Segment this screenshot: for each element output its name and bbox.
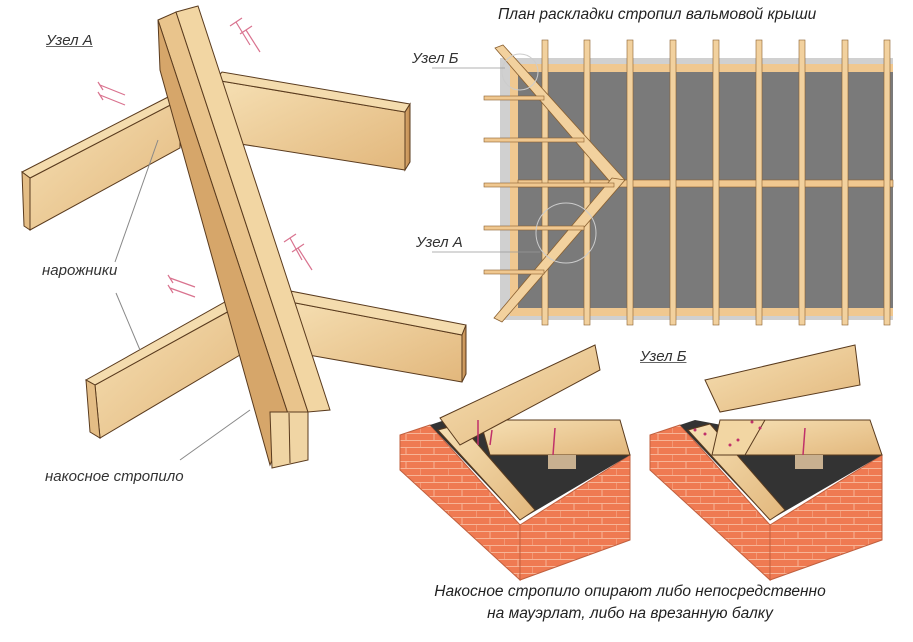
common-rafter <box>841 39 849 326</box>
node-a-callout-circle <box>535 202 597 264</box>
hip-rafter-label: накосное стропило <box>45 468 184 485</box>
common-rafter <box>798 39 806 326</box>
jack-rafter-lower-left <box>84 297 241 439</box>
hip-roof-plan <box>432 39 894 326</box>
common-rafter <box>541 39 549 326</box>
caption-line-2: на мауэрлат, либо на врезанную балку <box>487 605 773 622</box>
jack-rafter-upper-left <box>21 94 182 231</box>
plan-callout-node-a: Узел А <box>416 234 463 251</box>
caption-line-1: Накосное стропило опирают либо непосредс… <box>434 583 826 600</box>
plan-callout-node-b: Узел Б <box>412 50 459 67</box>
hip-rafter <box>157 5 331 469</box>
common-rafter <box>883 39 891 326</box>
nail-icons <box>97 17 313 298</box>
common-rafter <box>626 39 634 326</box>
node-b-title: Узел Б <box>640 348 687 365</box>
node-b-detail-left <box>399 344 631 582</box>
node-a-3d-view <box>21 5 467 469</box>
leader-lines <box>114 139 251 461</box>
jack-rafters-label: нарожники <box>42 262 118 279</box>
common-rafter <box>583 39 591 326</box>
jack-rafters-plan <box>483 95 615 275</box>
common-rafters <box>541 39 891 326</box>
node-b-detail-right <box>649 344 883 582</box>
common-rafter <box>712 39 720 326</box>
caption: Накосное стропило опирают либо непосредс… <box>380 581 880 625</box>
node-b-callout-circle <box>501 53 539 91</box>
common-rafter <box>755 39 763 326</box>
common-rafter <box>669 39 677 326</box>
node-a-title: Узел А <box>46 32 93 49</box>
plan-title: План раскладки стропил вальмовой крыши <box>498 6 817 23</box>
jack-rafter-upper-right <box>214 71 411 172</box>
